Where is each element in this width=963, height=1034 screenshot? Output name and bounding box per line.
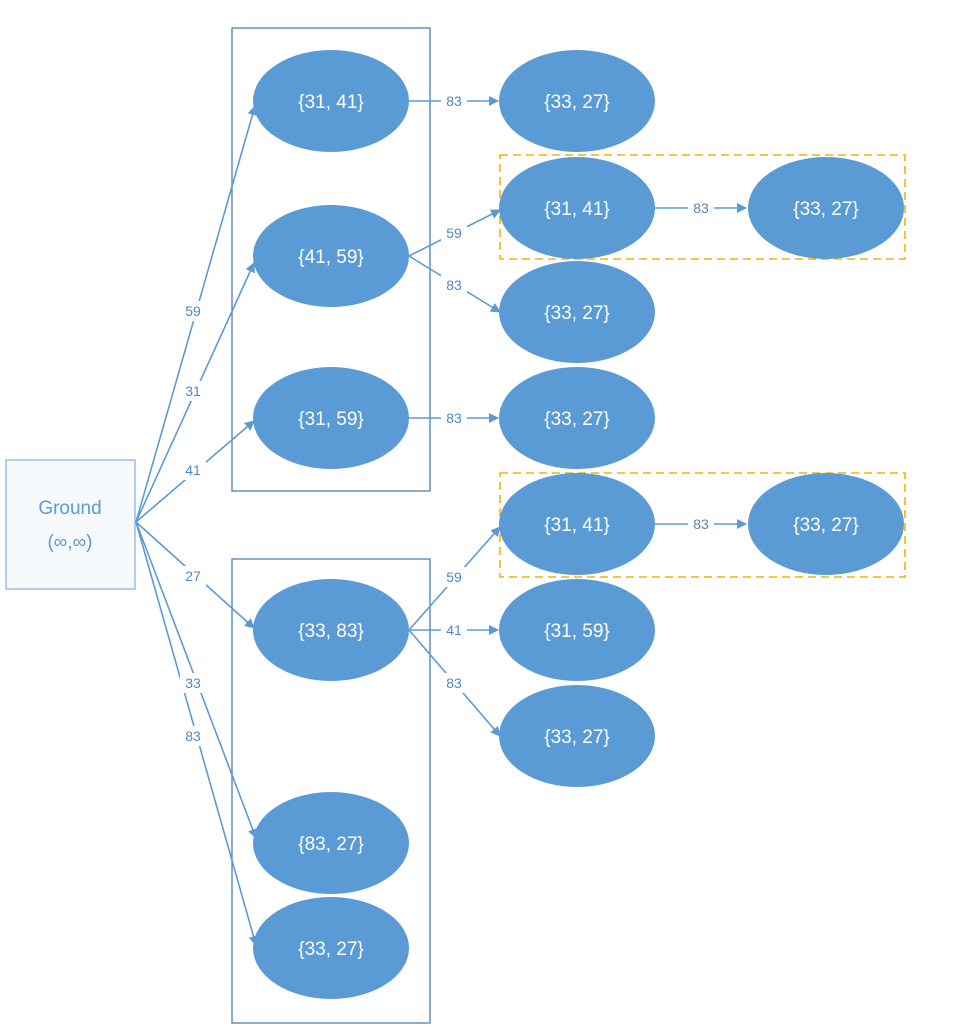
node-label: {31, 59} <box>544 621 610 642</box>
child-node-31-59: {31, 59} <box>499 579 655 681</box>
node-31-41: {31, 41} <box>253 50 409 152</box>
group-box-bottom <box>231 558 431 1024</box>
edge-label: 33 <box>185 675 201 691</box>
edge-label: 83 <box>693 516 709 532</box>
node-label: {31, 59} <box>298 409 364 430</box>
node-label: {33, 27} <box>793 199 859 220</box>
edge-label: 31 <box>185 383 201 399</box>
edge-label: 83 <box>446 93 462 109</box>
edge-label: 83 <box>446 277 462 293</box>
node-83-27: {83, 27} <box>253 792 409 894</box>
node-41-59: {41, 59} <box>253 205 409 307</box>
ground-label: Ground <box>38 498 101 519</box>
edge-label: 59 <box>185 303 201 319</box>
edge-label: 27 <box>185 568 201 584</box>
ground-node: Ground (∞,∞) <box>5 459 136 590</box>
nodes: {31, 41} {41, 59} {31, 59} {33, 83} {83,… <box>253 50 904 999</box>
edge-label: 59 <box>446 569 462 585</box>
node-label: {41, 59} <box>298 247 364 268</box>
edge-label: 59 <box>446 225 462 241</box>
node-33-83: {33, 83} <box>253 579 409 681</box>
node-label: {31, 41} <box>298 92 364 113</box>
node-31-59: {31, 59} <box>253 367 409 469</box>
child-node-31-41: {31, 41} <box>499 473 655 575</box>
group-box-top <box>231 27 431 492</box>
grandchild-node-33-27: {33, 27} <box>748 473 904 575</box>
grandchild-node-33-27: {33, 27} <box>748 157 904 259</box>
node-label: {33, 27} <box>544 303 610 324</box>
child-node-33-27: {33, 27} <box>499 50 655 152</box>
child-node-33-27: {33, 27} <box>499 261 655 363</box>
edge-label: 41 <box>185 462 201 478</box>
edge-label: 41 <box>446 622 462 638</box>
edge-label: 83 <box>693 200 709 216</box>
node-33-27: {33, 27} <box>253 897 409 999</box>
child-node-33-27: {33, 27} <box>499 367 655 469</box>
node-label: {33, 83} <box>298 621 364 642</box>
edge-label: 83 <box>446 675 462 691</box>
node-label: {33, 27} <box>544 409 610 430</box>
node-label: {31, 41} <box>544 515 610 536</box>
node-label: {33, 27} <box>793 515 859 536</box>
edge-label: 83 <box>446 410 462 426</box>
child-node-31-41: {31, 41} <box>499 157 655 259</box>
edge-labels: 59 31 41 27 33 83 83 59 83 83 83 59 41 8… <box>180 91 714 746</box>
node-label: {31, 41} <box>544 199 610 220</box>
node-label: {33, 27} <box>544 92 610 113</box>
node-label: {33, 27} <box>544 727 610 748</box>
edge-label: 83 <box>185 728 201 744</box>
child-node-33-27: {33, 27} <box>499 685 655 787</box>
ground-value: (∞,∞) <box>47 532 92 553</box>
node-label: {83, 27} <box>298 834 364 855</box>
node-label: {33, 27} <box>298 939 364 960</box>
